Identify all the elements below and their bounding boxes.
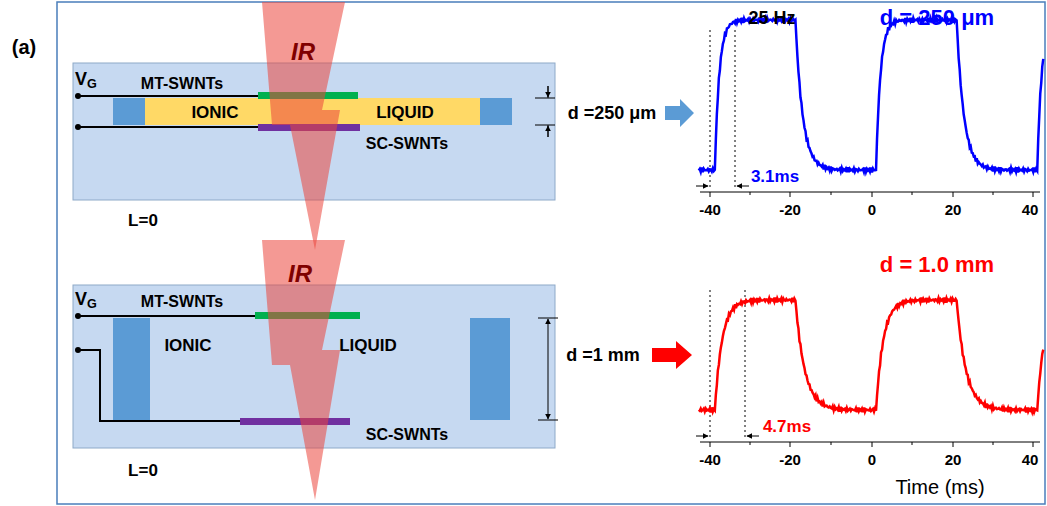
terminal bbox=[75, 93, 81, 99]
block-arrow bbox=[652, 341, 692, 369]
dimension-line bbox=[535, 86, 555, 137]
beam-label: IR bbox=[291, 40, 315, 64]
dimension-arrow bbox=[548, 369, 549, 419]
spacer bbox=[470, 318, 510, 420]
signal-name: VG bbox=[75, 290, 97, 311]
interval-arrow bbox=[696, 436, 708, 437]
ionic-liquid: IONIC LIQUID bbox=[150, 318, 470, 420]
interval-arrow bbox=[737, 186, 749, 187]
spacer bbox=[480, 98, 512, 125]
tick-label: -40 bbox=[699, 452, 721, 467]
part-name: MT-SWNTs bbox=[141, 76, 223, 92]
time-axis bbox=[700, 442, 1040, 447]
tick-label: 0 bbox=[868, 452, 876, 467]
dimension-arrow bbox=[548, 319, 549, 369]
tick-label: -20 bbox=[779, 452, 801, 467]
sc-swnt-film bbox=[240, 418, 350, 425]
tick-label: 40 bbox=[1022, 452, 1039, 467]
tick-label: 0 bbox=[868, 202, 876, 217]
trace-title: d = 1.0 mm bbox=[880, 254, 994, 276]
dimension-arrow bbox=[548, 86, 549, 97]
tick-label: -40 bbox=[699, 202, 721, 217]
dimension-arrow bbox=[548, 126, 549, 137]
part-name: MT-SWNTs bbox=[141, 294, 223, 310]
signal-trace bbox=[699, 297, 1044, 412]
time-axis bbox=[700, 192, 1040, 197]
region-label: LIQUID bbox=[339, 337, 397, 354]
region-label: IONIC bbox=[164, 337, 211, 354]
frequency: 25 Hz bbox=[748, 9, 795, 27]
beam-label: IR bbox=[288, 262, 312, 286]
dotted-guide bbox=[710, 290, 745, 440]
terminal bbox=[75, 313, 81, 319]
part-name: SC-SWNTs bbox=[366, 136, 448, 152]
ir-beam bbox=[262, 2, 345, 250]
spacer bbox=[113, 98, 145, 125]
parameter: L=0 bbox=[128, 212, 158, 229]
signal-trace bbox=[699, 18, 1044, 173]
block-arrow bbox=[665, 99, 694, 127]
region-label: LIQUID bbox=[376, 103, 434, 120]
wire bbox=[78, 96, 258, 127]
tick-label: 40 bbox=[1022, 202, 1039, 217]
axis-title: Time (ms) bbox=[895, 477, 984, 497]
rise-time: 3.1ms bbox=[751, 168, 799, 185]
rise-time: 4.7ms bbox=[763, 418, 811, 435]
signal-name: VG bbox=[75, 70, 97, 91]
terminal bbox=[75, 124, 81, 130]
terminal bbox=[75, 347, 81, 353]
trace-title: d = 250 μm bbox=[880, 7, 994, 29]
panel-border bbox=[57, 2, 1045, 504]
ir-beam bbox=[262, 240, 345, 500]
dimension: d =250 μm bbox=[568, 104, 657, 122]
dimension: d =1 mm bbox=[566, 346, 640, 364]
wire bbox=[78, 316, 255, 421]
interval-arrow bbox=[696, 186, 708, 187]
interval-arrow bbox=[747, 436, 759, 437]
dimension-line bbox=[538, 318, 558, 420]
tick-label: -20 bbox=[779, 202, 801, 217]
tick-label: 20 bbox=[945, 202, 962, 217]
parameter: L=0 bbox=[128, 462, 158, 479]
spacer bbox=[113, 318, 150, 420]
tick-label: 20 bbox=[945, 452, 962, 467]
panel-label: (a) bbox=[12, 37, 36, 57]
region-label: IONIC bbox=[191, 103, 238, 120]
part-name: SC-SWNTs bbox=[366, 427, 448, 443]
ionic-liquid: IONIC LIQUID bbox=[145, 98, 480, 125]
